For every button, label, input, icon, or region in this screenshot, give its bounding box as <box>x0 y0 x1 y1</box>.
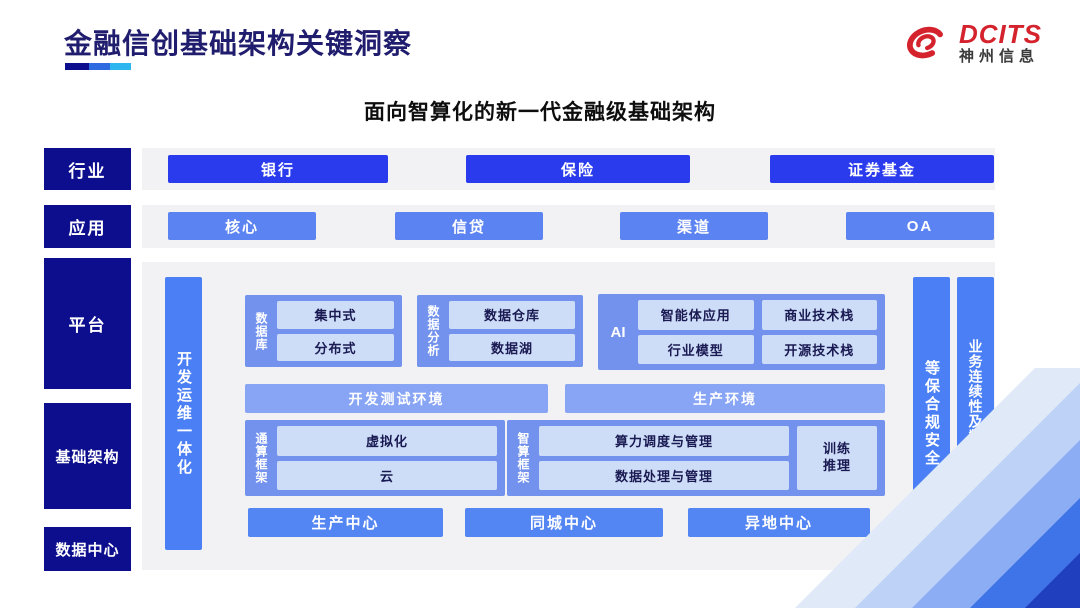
application-item-channel: 渠道 <box>620 212 768 240</box>
ai-block-label: AI <box>610 323 626 341</box>
application-item-core: 核心 <box>168 212 316 240</box>
inference-label: 推理 <box>822 458 851 473</box>
row-label-infrastructure: 基础架构 <box>44 403 131 509</box>
datacenter-item-production: 生产中心 <box>248 508 443 537</box>
ai-item-industry-model: 行业模型 <box>638 334 754 364</box>
corner-decoration <box>795 368 1080 608</box>
analytics-item-lake: 数据湖 <box>449 333 575 361</box>
ai-item-commercial-stack: 商业技术栈 <box>761 300 877 330</box>
general-item-virtualization: 虚拟化 <box>277 426 497 456</box>
page-title: 金融信创基础架构关键洞察 <box>64 28 413 59</box>
analytics-block-label: 数据分析 <box>426 305 440 357</box>
devops-bar-label: 开发运维一体化 <box>175 350 192 477</box>
env-production: 生产环境 <box>565 384 885 413</box>
title-underline <box>65 63 131 70</box>
database-item-centralized: 集中式 <box>277 301 394 329</box>
general-block-label: 通算框架 <box>254 432 268 484</box>
industry-item-securities: 证券基金 <box>770 155 994 183</box>
intelligent-block-label: 智算框架 <box>516 432 530 484</box>
intelligent-item-data-management: 数据处理与管理 <box>539 460 789 490</box>
industry-item-bank: 银行 <box>168 155 388 183</box>
underline-segment-dark <box>65 63 89 70</box>
row-label-application: 应用 <box>44 205 131 248</box>
logo-brand-text: DCITS <box>959 19 1042 50</box>
row-label-datacenter: 数据中心 <box>44 527 131 571</box>
application-item-oa: OA <box>846 212 994 240</box>
intelligent-item-compute-scheduling: 算力调度与管理 <box>539 426 789 456</box>
ai-item-opensource-stack: 开源技术栈 <box>761 334 877 364</box>
block-intelligent-computing: 智算框架 算力调度与管理 数据处理与管理 训练 推理 <box>507 420 885 496</box>
logo-subbrand-text: 神州信息 <box>959 48 1040 66</box>
block-database: 数据库 集中式 分布式 <box>245 295 402 367</box>
training-label: 训练 <box>822 441 851 457</box>
analytics-item-warehouse: 数据仓库 <box>449 301 575 329</box>
env-dev-test: 开发测试环境 <box>245 384 548 413</box>
underline-segment-mid <box>89 63 110 70</box>
underline-segment-light <box>110 63 131 70</box>
row-label-platform: 平台 <box>44 258 131 389</box>
vertical-bar-devops: 开发运维一体化 <box>165 277 202 550</box>
block-ai: AI 智能体应用 行业模型 商业技术栈 开源技术栈 <box>598 294 885 370</box>
database-item-distributed: 分布式 <box>277 333 394 361</box>
datacenter-item-remote: 异地中心 <box>688 508 870 537</box>
company-logo: DCITS 神州信息 <box>899 20 1042 66</box>
dcits-swirl-icon <box>907 26 943 59</box>
row-label-industry: 行业 <box>44 148 131 190</box>
security-bar-label: 等保合规安全 <box>923 359 940 468</box>
datacenter-item-samecity: 同城中心 <box>465 508 663 537</box>
diagram-subtitle: 面向智算化的新一代金融级基础架构 <box>364 101 716 124</box>
intelligent-item-training-inference: 训练 推理 <box>797 426 877 490</box>
general-item-cloud: 云 <box>277 460 497 490</box>
block-analytics: 数据分析 数据仓库 数据湖 <box>417 295 583 367</box>
ai-item-agent-app: 智能体应用 <box>638 300 754 330</box>
industry-item-insurance: 保险 <box>466 155 690 183</box>
application-item-credit: 信贷 <box>395 212 543 240</box>
database-block-label: 数据库 <box>254 311 268 351</box>
block-general-computing: 通算框架 虚拟化 云 <box>245 420 505 496</box>
